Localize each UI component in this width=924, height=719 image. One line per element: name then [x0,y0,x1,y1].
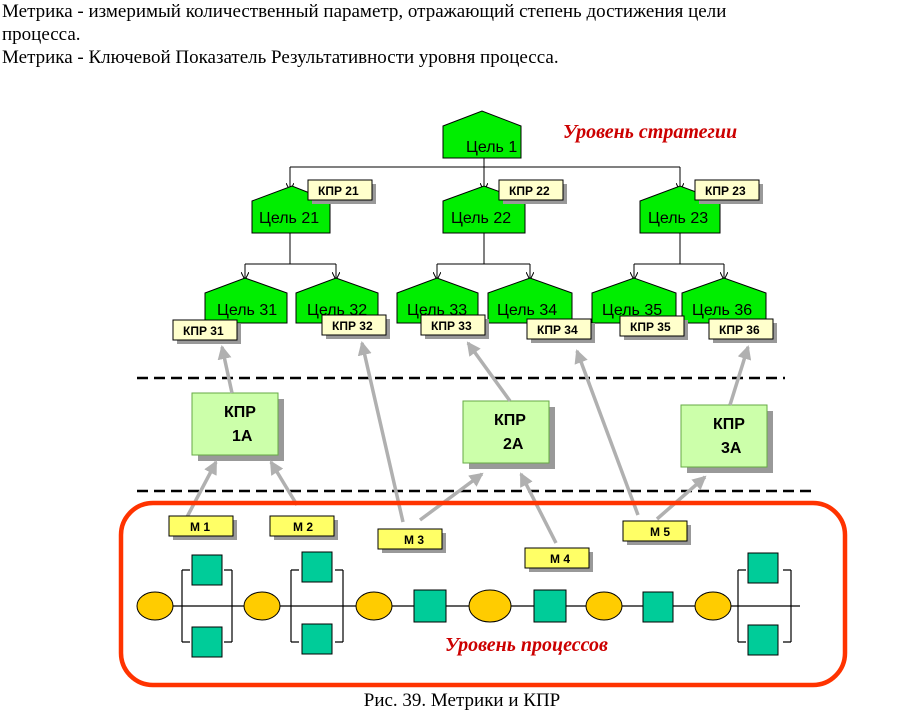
process-event-1 [136,591,174,621]
kpi-tag-21-label: КПР 21 [318,184,359,198]
intro-line-1: Метрика - измеримый количественный парам… [2,1,727,22]
process-task-1a [191,554,223,586]
kpi-tag-23: КПР 23 [694,179,763,204]
process-task-6b [747,624,779,656]
metric-m1-label: М 1 [190,520,210,534]
process-task-5 [642,591,674,623]
process-chain-lines [173,569,800,643]
goal-1-node: Цель 1 [442,110,522,159]
goal-31-label: Цель 31 [217,302,277,319]
kpi-box-1a-line1: КПР [224,404,256,421]
process-event-2 [243,591,281,621]
process-level-label: Уровень процессов [445,634,608,656]
goal-34-label: Цель 34 [497,302,557,319]
metric-m2: М 2 [269,515,338,540]
process-task-3 [413,589,447,623]
process-level-frame [118,500,848,688]
kpi-tag-32: КПР 32 [321,314,390,339]
arrow-m5-to-3a [655,475,707,521]
kpi-tag-23-label: КПР 23 [705,184,746,198]
process-event-5 [585,591,623,621]
kpi-box-1a-line2: 1А [232,428,253,445]
strategy-level-label: Уровень стратегии [563,121,737,143]
kpi-tag-21: КПР 21 [307,179,376,204]
arrow-2a-to-kpi33 [466,341,512,403]
kpi-box-2a: КПР 2А [462,400,555,469]
process-task-1b [191,626,223,658]
arrow-3a-to-kpi36 [728,345,752,406]
goal-35-node: Цель 35 [591,277,677,324]
metric-m1: М 1 [168,515,237,540]
metric-m5: М 5 [622,520,691,545]
kpi-box-2a-line1: КПР [494,412,526,429]
goal-22-label: Цель 22 [451,210,511,227]
kpi-box-1a: КПР 1А [191,392,284,461]
metric-m3-label: М 3 [404,533,424,547]
metric-m2-label: М 2 [293,520,313,534]
arrow-m4-to-2a [519,472,558,544]
arrow-m1-to-1a [185,460,218,518]
intro-line-3: Метрика - Ключевой Показатель Результати… [2,47,559,68]
intro-text: Метрика - измеримый количественный парам… [2,0,922,69]
kpi-tag-34-label: КПР 34 [537,323,578,337]
kpi-tag-32-label: КПР 32 [332,319,373,333]
goal-21-label: Цель 21 [259,210,319,227]
process-task-2b [301,623,333,655]
kpi-tag-35-label: КПР 35 [630,320,671,334]
goal-23-label: Цель 23 [648,210,708,227]
figure-caption: Рис. 39. Метрики и КПР [363,690,561,711]
kpi-tag-35: КПР 35 [619,315,688,340]
arrow-m3-to-kpi32 [357,341,405,523]
goal-35-label: Цель 35 [602,302,662,319]
kpi-tag-22-label: КПР 22 [509,184,550,198]
goal-36-label: Цель 36 [692,302,752,319]
kpi-box-3a-line2: 3А [721,440,742,457]
process-task-6a [747,552,779,584]
process-task-4 [533,589,567,623]
goal-tree-connectors [245,158,724,279]
goal-36-node: Цель 36 [681,277,767,324]
kpi-box-2a-line2: 2А [503,436,524,453]
kpi-tag-34: КПР 34 [526,318,595,343]
process-event-6 [694,591,732,621]
kpi-tag-33: КПР 33 [420,314,489,339]
process-event-4 [468,589,512,623]
goal-31-node: Цель 31 [204,277,288,324]
kpi-box-3a-line1: КПР [713,416,745,433]
goal-1-label: Цель 1 [466,139,517,156]
metric-m5-label: М 5 [650,525,670,539]
intro-line-2: процесса. [2,24,81,45]
kpi-box-3a: КПР 3А [680,404,773,473]
goal-34-node: Цель 34 [487,277,573,324]
arrow-1a-to-kpi31 [217,345,234,394]
process-event-3 [355,591,393,621]
kpi-tag-33-label: КПР 33 [431,319,472,333]
process-chain [136,551,800,658]
metric-m3: М 3 [377,528,446,553]
metric-m4: М 4 [524,547,593,572]
kpi-tag-22: КПР 22 [498,179,567,204]
arrow-m3-to-2a [418,472,484,522]
arrow-m2-to-1a [269,460,299,506]
kpi-tag-31-label: КПР 31 [183,324,224,338]
kpi-tag-31: КПР 31 [172,319,241,344]
kpi-tag-36: КПР 36 [708,318,777,343]
process-task-2a [301,551,333,583]
kpi-tag-36-label: КПР 36 [719,323,760,337]
metric-arrows [185,341,752,544]
arrow-m5-to-kpi34 [574,349,640,516]
metric-m4-label: М 4 [550,552,570,566]
